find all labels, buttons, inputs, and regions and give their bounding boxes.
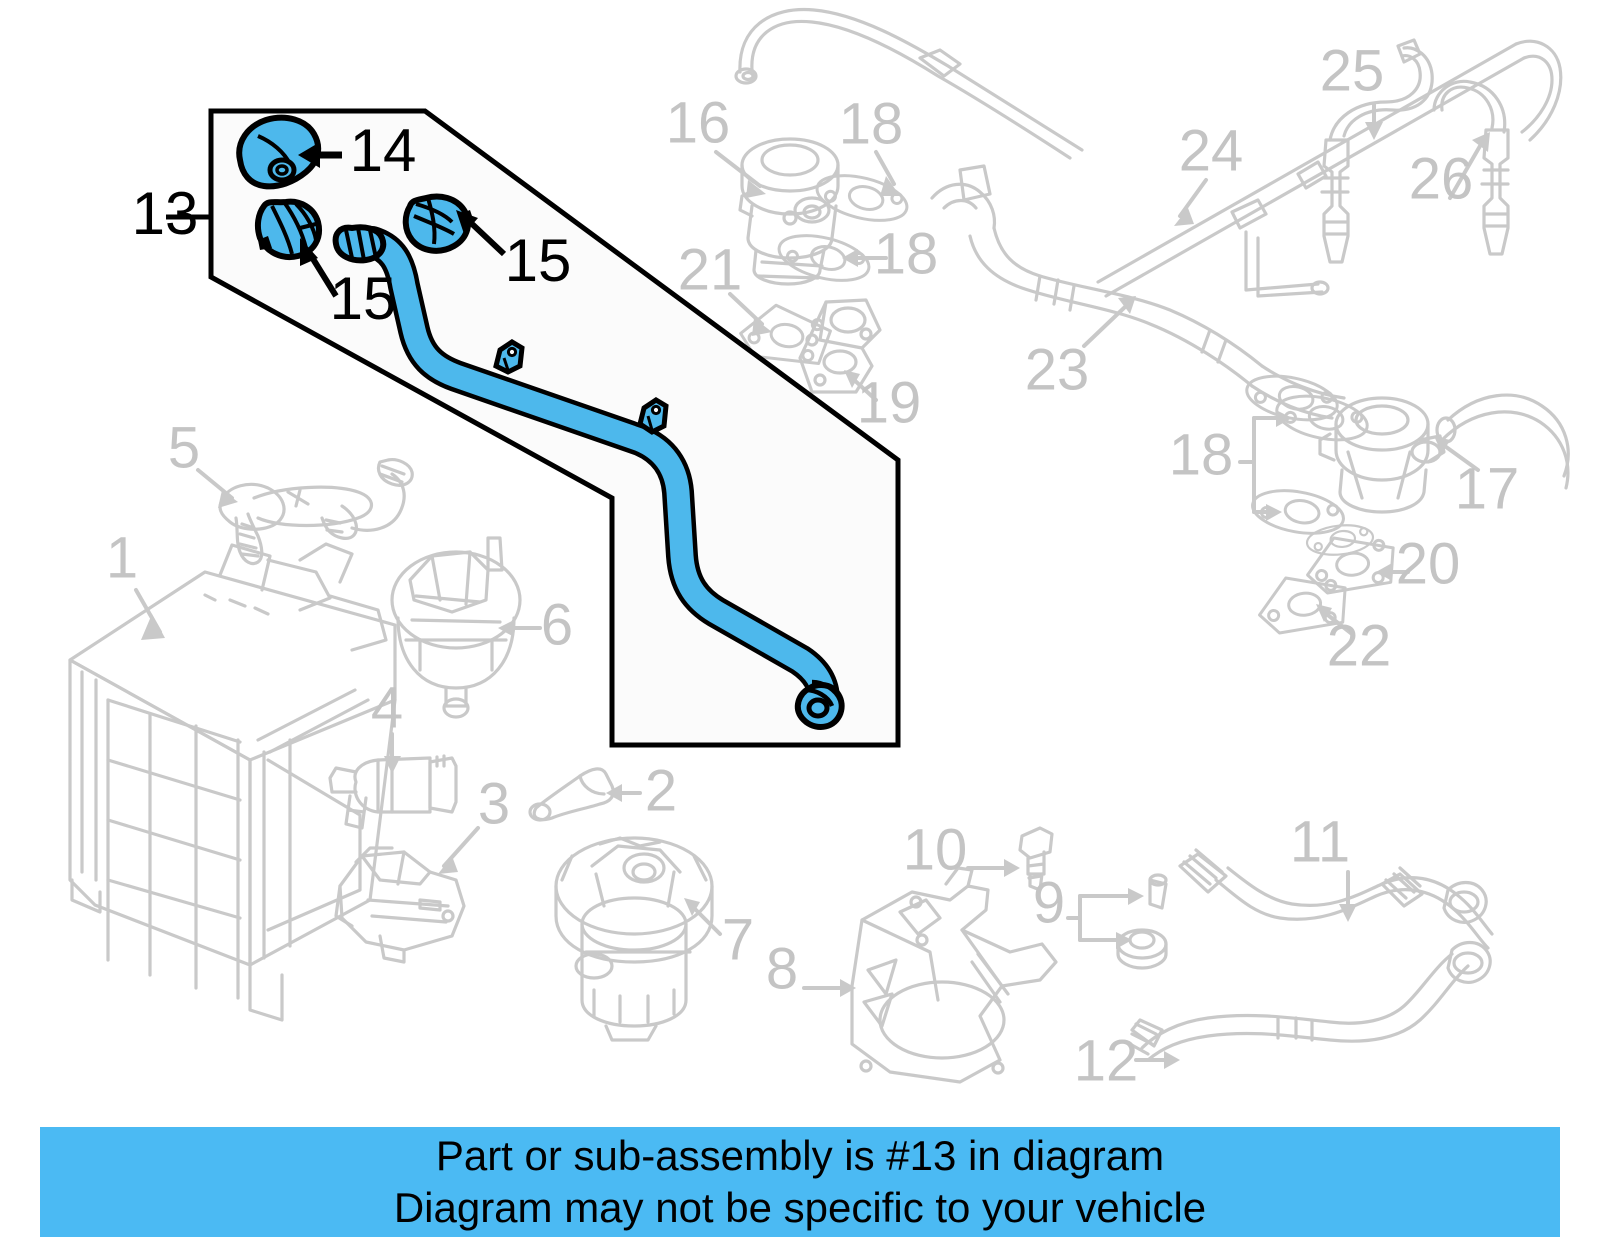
vacuum-hose-top: [734, 7, 1084, 160]
part-15-clamp-left: [254, 198, 322, 260]
ghost-label-24: 24: [1179, 118, 1244, 183]
bracket-18-right: [1238, 410, 1292, 521]
ghost-label-25: 25: [1320, 38, 1385, 103]
pipe-end-left: [332, 224, 387, 264]
air-injection-pipe: [356, 226, 840, 716]
ghost-label-2: 2: [645, 758, 677, 823]
leader-25: [1365, 102, 1383, 140]
leader-22: [1316, 604, 1354, 636]
leader-21: [728, 292, 772, 336]
leader-18a: [874, 150, 900, 196]
banner-line-1: Part or sub-assembly is #13 in diagram: [435, 1132, 1165, 1179]
egr-connector-hose: [1435, 393, 1570, 490]
ghost-label-22: 22: [1327, 613, 1392, 678]
egr-valve-right: [1318, 396, 1446, 514]
bolt: [1018, 826, 1054, 892]
ghost-label-23: 23: [1025, 337, 1090, 402]
ghost-label-26: 26: [1409, 146, 1474, 211]
leader-10: [966, 859, 1020, 877]
ghost-label-19: 19: [857, 370, 922, 435]
ghost-label-3: 3: [478, 771, 510, 836]
leader-18b: [842, 249, 888, 267]
charcoal-canister: [68, 542, 397, 1022]
leader-15-right: [456, 210, 507, 257]
pipe-bracket-tab-1: [493, 339, 525, 375]
ghost-label-18: 18: [1169, 422, 1234, 487]
ghost-label-4: 4: [371, 675, 403, 740]
pump-mount-bracket: [850, 866, 1058, 1084]
leader-15-left: [300, 238, 339, 298]
leader-14: [298, 142, 342, 168]
leader-2: [606, 784, 642, 802]
ghost-label-18: 18: [839, 91, 904, 156]
pipe-bracket-tab-2: [637, 397, 669, 435]
leader-4: [384, 732, 401, 774]
label-14: 14: [350, 117, 417, 184]
label-13: 13: [132, 180, 199, 247]
oxygen-sensor-26: [1432, 79, 1510, 256]
ghost-parts-layer: [68, 7, 1570, 1084]
ghost-label-12: 12: [1074, 1028, 1139, 1093]
vacuum-line-24: [1096, 39, 1563, 298]
triangular-gasket-20: [1302, 530, 1399, 597]
egr-gasket-a: [810, 165, 914, 231]
leader-16: [714, 150, 766, 198]
leader-12: [1134, 1051, 1180, 1069]
part-14-hose-elbow: [236, 114, 322, 190]
vent-hose: [528, 767, 615, 822]
egr-crossover-tube: [930, 164, 1346, 420]
ghost-label-20: 20: [1396, 531, 1461, 596]
label-15-left: 15: [330, 265, 397, 332]
ghost-label-1: 1: [106, 525, 138, 590]
ghost-label-9: 9: [1033, 870, 1065, 935]
purge-valve: [328, 754, 458, 830]
banner-line-2: Diagram may not be specific to your vehi…: [393, 1184, 1207, 1231]
leader-23: [1082, 296, 1136, 348]
ghost-label-17: 17: [1455, 456, 1520, 521]
leak-detection-pump-hose: [218, 458, 414, 566]
label-15-right: 15: [505, 227, 572, 294]
ghost-label-11: 11: [1290, 809, 1350, 874]
ghost-label-16: 16: [666, 90, 731, 155]
info-banner: Part or sub-assembly is #13 in diagram D…: [40, 1127, 1560, 1237]
leader-24: [1174, 178, 1208, 226]
leader-7: [684, 898, 722, 936]
ghost-label-7: 7: [722, 907, 754, 972]
ghost-label-5: 5: [168, 415, 200, 480]
pipe-end-right: [794, 679, 845, 730]
air-hose-upper: [1178, 848, 1494, 950]
highlighted-part-13: [236, 114, 845, 730]
ghost-label-21: 21: [678, 237, 743, 302]
egr-valve-left: [738, 137, 840, 286]
grommet-and-bushing: [1066, 873, 1168, 970]
leader-5: [196, 468, 238, 508]
leader-6: [498, 620, 542, 637]
mounting-bracket: [334, 846, 466, 964]
leader-11: [1339, 870, 1357, 922]
leader-3: [438, 826, 480, 874]
ghost-label-10: 10: [903, 817, 968, 882]
ghost-label-8: 8: [766, 936, 798, 1001]
air-pump: [554, 836, 714, 1042]
leader-20: [1376, 563, 1410, 581]
leader-26: [1448, 132, 1490, 200]
ghost-label-18: 18: [874, 221, 939, 286]
egr-flange-bracket-19: [798, 298, 882, 394]
leader-8: [802, 979, 856, 997]
leader-19: [844, 370, 878, 402]
ghost-label-6: 6: [541, 592, 573, 657]
leader-1: [134, 588, 165, 640]
air-hose-lower: [1128, 940, 1492, 1062]
highlight-number-labels: 13 14 15 15: [132, 117, 572, 332]
vacuum-reservoir: [390, 536, 522, 719]
oxygen-sensor-25: [1320, 38, 1434, 264]
